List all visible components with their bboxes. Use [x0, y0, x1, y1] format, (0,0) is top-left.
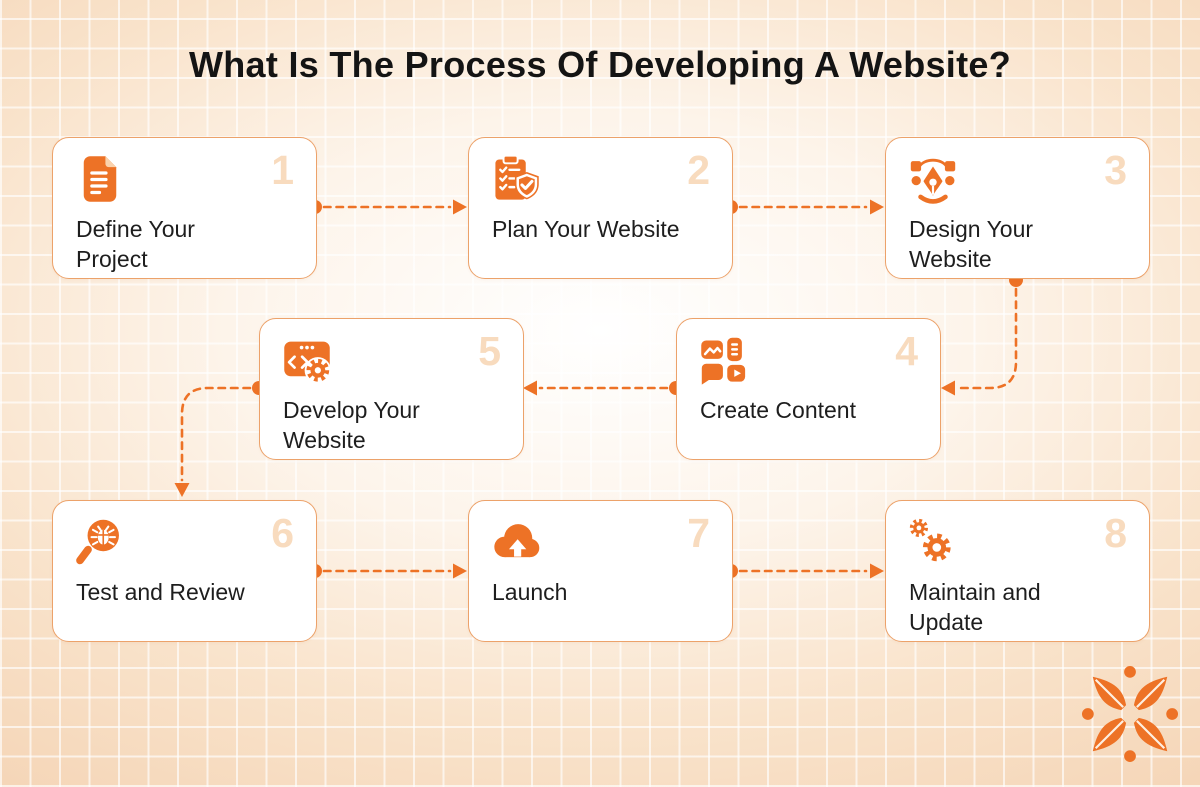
media-content-grid-icon — [698, 334, 750, 386]
step-number: 7 — [687, 510, 710, 556]
step-number: 2 — [687, 147, 710, 193]
step-card-test-review: 6 Test and Review — [52, 500, 317, 642]
connector-step7-step8 — [724, 563, 884, 579]
step-number: 6 — [271, 510, 294, 556]
connector-step5-step6 — [174, 381, 266, 497]
step-label: Plan Your Website — [492, 216, 680, 242]
step-number: 3 — [1104, 147, 1127, 193]
step-label: Develop Your Website — [283, 397, 420, 453]
code-window-gear-icon — [281, 334, 333, 386]
step-label: Maintain and Update — [909, 579, 1041, 635]
step-number: 4 — [895, 328, 918, 374]
step-number: 1 — [271, 147, 294, 193]
clipboard-checklist-shield-icon — [490, 153, 542, 205]
document-icon — [74, 153, 126, 205]
step-label: Launch — [492, 579, 568, 605]
step-label: Create Content — [700, 397, 856, 423]
bug-magnifier-icon — [74, 516, 126, 568]
four-point-compass-logo — [1081, 665, 1179, 763]
page-title: What Is The Process Of Developing A Webs… — [188, 44, 1012, 85]
step-card-plan-website: 2 Plan Your Website — [468, 137, 733, 279]
connector-step2-step3 — [724, 199, 884, 215]
step-card-launch: 7 Launch — [468, 500, 733, 642]
connector-step6-step7 — [308, 563, 467, 579]
gears-icon — [907, 516, 959, 568]
step-label: Test and Review — [76, 579, 245, 605]
step-card-maintain-update: 8 Maintain and Update — [885, 500, 1150, 642]
step-label: Design Your Website — [909, 216, 1034, 272]
step-label: Define Your Project — [76, 216, 195, 272]
step-number: 5 — [478, 328, 501, 374]
step-number: 8 — [1104, 510, 1127, 556]
connector-step1-step2 — [308, 199, 467, 215]
connector-step4-step5 — [523, 380, 683, 396]
connector-step3-step4 — [941, 273, 1023, 396]
step-card-create-content: 4 Create Content — [676, 318, 941, 460]
step-card-design-website: 3 Design Your Website — [885, 137, 1150, 279]
pen-tool-icon — [907, 153, 959, 205]
step-card-define-project: 1 Define Your Project — [52, 137, 317, 279]
step-card-develop-website: 5 Develop Your Website — [259, 318, 524, 460]
cloud-upload-icon — [490, 516, 542, 568]
